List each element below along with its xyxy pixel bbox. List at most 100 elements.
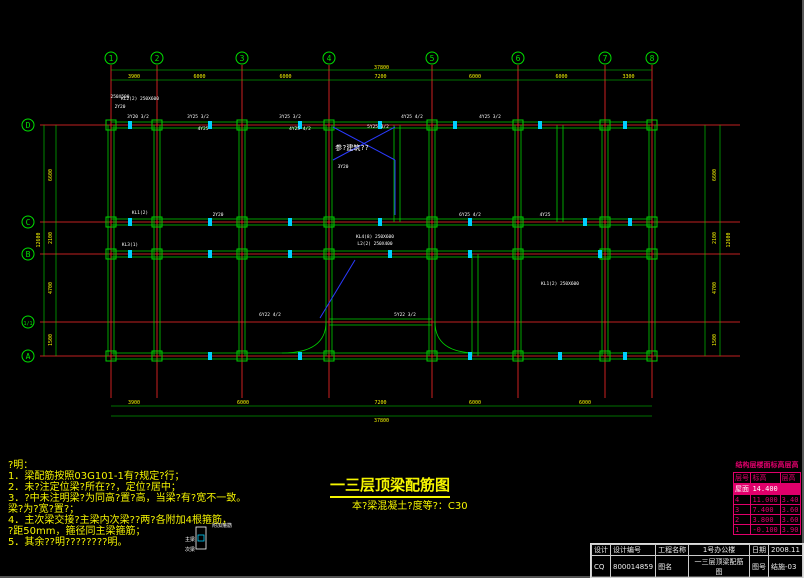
beam-tick xyxy=(378,218,382,226)
dimension-text: 6600 xyxy=(48,169,54,181)
elevation-cell: 3 xyxy=(732,504,752,515)
note-line: ?距50mm，箍径同主梁箍筋； xyxy=(8,526,146,537)
elevation-cell: 2 xyxy=(732,514,752,525)
axis-label: 6 xyxy=(516,54,521,63)
column xyxy=(512,350,524,362)
elevation-cell: -0.100 xyxy=(750,524,781,535)
drawing-title: 一三层顶梁配筋图 xyxy=(330,474,451,498)
elevation-header-row: 层号 标高 层高 xyxy=(732,472,802,484)
curved-beam xyxy=(281,321,327,354)
column xyxy=(105,350,117,362)
column xyxy=(426,350,438,362)
column xyxy=(236,216,248,228)
note-line: 5．其余??明????????明。 xyxy=(8,537,128,548)
beam-tick xyxy=(378,121,382,129)
beam-tick xyxy=(128,121,132,129)
column xyxy=(512,216,524,228)
column xyxy=(236,119,248,131)
beam-label: KL4(8) 250X600 xyxy=(356,234,394,240)
general-notes: ?明： 1．梁配筋按照03G101-1有?规定?行； 2．未?注定位梁?所在??… xyxy=(8,460,246,548)
title-block-row: 设计 设计编号 工程名称 1号办公楼 日期 2008.11 xyxy=(591,543,803,557)
beam-label: 5Y22 3/2 xyxy=(394,312,416,318)
notes-heading: ?明： xyxy=(8,460,34,471)
column xyxy=(105,119,117,131)
column xyxy=(151,216,163,228)
elevation-cell: 1 xyxy=(732,524,752,535)
note-line: 3．?中未注明梁?为同高?置?高，当梁?有?宽不一致。 xyxy=(8,493,247,504)
axis-bubble xyxy=(21,215,35,229)
beam-label: KL1(2) xyxy=(132,210,148,216)
dimension-text: 12600 xyxy=(36,232,42,247)
dimension-text: 6000 xyxy=(193,74,205,80)
dimension-text: 6000 xyxy=(579,400,591,406)
elevation-cell: 3.60 xyxy=(779,504,802,515)
drawing-subtitle: 本?梁混凝土?度等?：C30 xyxy=(352,501,468,512)
beam-tick xyxy=(558,352,562,360)
column xyxy=(323,248,335,260)
axis-bubble xyxy=(322,51,336,65)
axis-label: 3 xyxy=(240,54,245,63)
beam-label: 4Y25 xyxy=(198,126,209,132)
column xyxy=(323,119,335,131)
beam-tick xyxy=(453,121,457,129)
dimension-text: 6000 xyxy=(469,400,481,406)
elevation-cell: 3.40 xyxy=(779,494,802,505)
column xyxy=(236,350,248,362)
column xyxy=(426,216,438,228)
column xyxy=(323,216,335,228)
column xyxy=(105,216,117,228)
callout-text: 参?建筑?? xyxy=(335,143,369,152)
beam-tick xyxy=(468,352,472,360)
dimension-text: 6000 xyxy=(555,74,567,80)
beam-tick xyxy=(128,250,132,258)
beam-tick xyxy=(208,218,212,226)
beam-label: 4Y25 3/2 xyxy=(479,114,501,120)
elevation-cell: 3.60 xyxy=(779,514,802,525)
elevation-cell: 屋面 xyxy=(732,483,752,495)
axis-bubble xyxy=(21,315,35,329)
dimension-text: 37800 xyxy=(374,418,389,424)
elevation-cell: 11.000 xyxy=(750,494,781,505)
tb-cell: 设计 xyxy=(591,543,611,557)
axis-bubble xyxy=(598,51,612,65)
dimension-text: 6000 xyxy=(469,74,481,80)
axis-label: 4 xyxy=(327,54,332,63)
tb-cell: 日期 xyxy=(749,543,770,557)
dimension-text: 4700 xyxy=(712,282,718,294)
dimension-text: 3900 xyxy=(128,400,140,406)
beam-label: 6Y22 4/2 xyxy=(259,312,281,318)
elevation-table: 结构层楼面标高层高 层号 标高 层高 屋面 14.400 4 11.000 3.… xyxy=(732,460,802,535)
axis-bubble xyxy=(150,51,164,65)
column xyxy=(646,248,658,260)
column xyxy=(646,216,658,228)
stirrup-legend-box xyxy=(195,526,207,550)
axis-bubble xyxy=(104,51,118,65)
elevation-row: 3 7.400 3.60 xyxy=(732,504,802,515)
tb-cell: 图号 xyxy=(749,555,770,578)
column xyxy=(599,216,611,228)
axis-bubble xyxy=(425,51,439,65)
beam-label: 4Y25 xyxy=(540,212,551,218)
beam-tick xyxy=(208,250,212,258)
dimension-text: 6000 xyxy=(279,74,291,80)
dimension-text: 12600 xyxy=(726,232,732,247)
axis-bubble xyxy=(21,247,35,261)
beam-label: 2Y20 xyxy=(213,212,224,218)
axis-bubble xyxy=(21,349,35,363)
elevation-cell: 14.400 xyxy=(750,483,781,495)
stirrup-legend-label: 主梁 xyxy=(185,536,195,543)
column xyxy=(323,350,335,362)
tb-cell: 一三层顶梁配筋图 xyxy=(688,555,751,578)
beam-tick xyxy=(598,250,602,258)
beam-tick xyxy=(468,218,472,226)
tb-cell: 结施-03 xyxy=(768,555,803,578)
beam-tick xyxy=(538,121,542,129)
tb-cell: 图名 xyxy=(655,555,690,578)
tb-cell: 工程名称 xyxy=(655,543,690,557)
elevation-row: 4 11.000 3.40 xyxy=(732,494,802,505)
axis-bubble xyxy=(645,51,659,65)
elevation-cell: 3.800 xyxy=(750,514,781,525)
elevation-header: 层高 xyxy=(779,472,802,484)
tb-cell: 800014859 xyxy=(609,555,657,578)
